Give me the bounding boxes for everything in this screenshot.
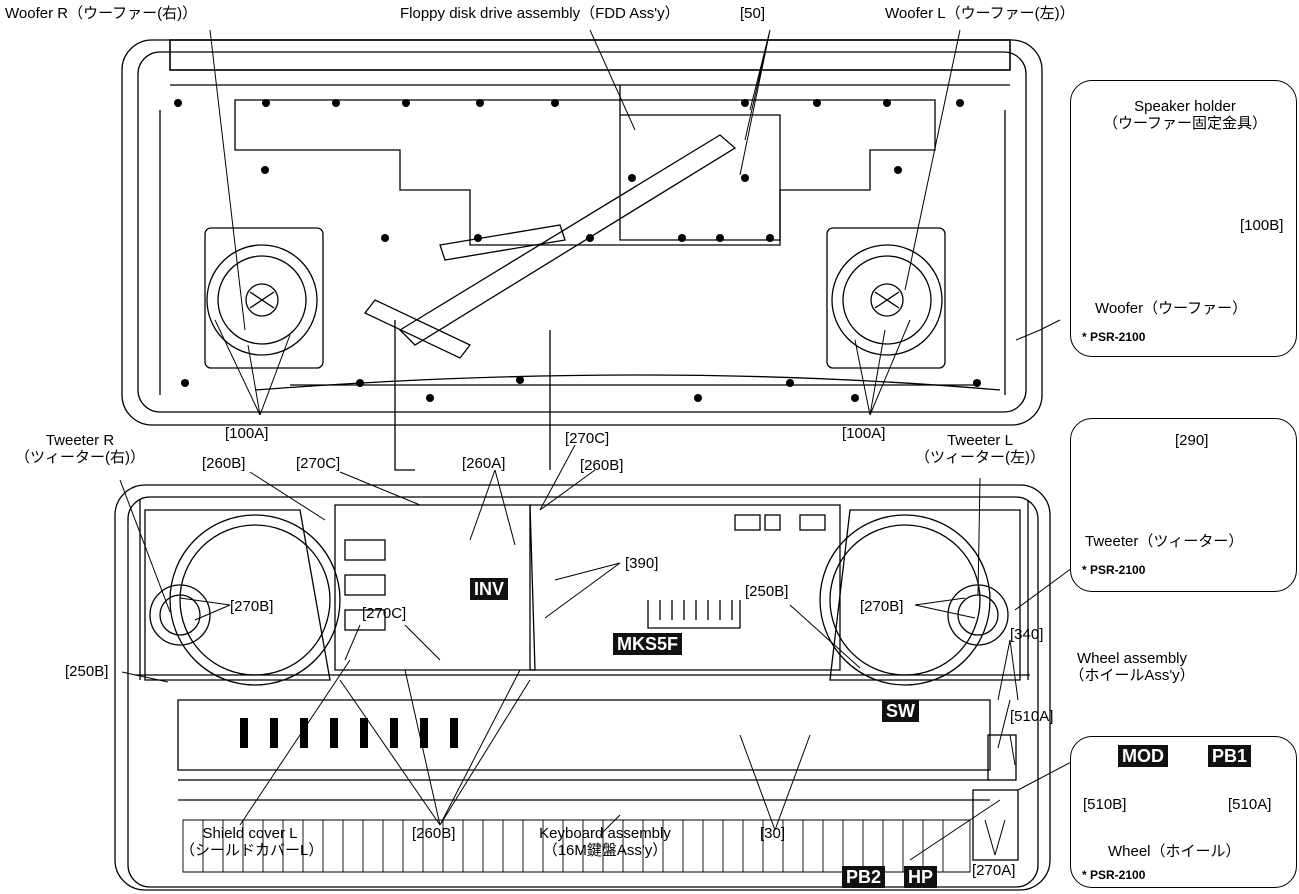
- ref-250b-left-label: [250B]: [65, 663, 109, 680]
- tweeter-inset: [1070, 418, 1297, 592]
- wheel-assembly-name: Wheel assembly: [1076, 650, 1188, 667]
- wheel-inset: [1070, 736, 1297, 888]
- woofer-l-label: Woofer L（ウーファー(左)）: [885, 5, 1075, 22]
- ref-260a-label: [260A]: [462, 455, 506, 472]
- inset-tweeter-label: Tweeter（ツィーター）: [1085, 533, 1244, 550]
- wheel-assembly-jp: （ホイールAss'y）: [1069, 667, 1195, 684]
- ref-270b-right-label: [270B]: [860, 598, 904, 615]
- key-rail-marks: [240, 718, 458, 748]
- ref-50-label: [50]: [740, 5, 766, 22]
- inset-ref-510a-label: [510A]: [1228, 796, 1272, 813]
- ref-260b-top-mid-label: [260B]: [580, 457, 624, 474]
- tweeter-r-name: Tweeter R: [45, 432, 115, 449]
- mod-tag: MOD: [1118, 745, 1168, 767]
- shield-cover-jp: （シールドカバーL）: [180, 842, 324, 859]
- speaker-holder-name: Speaker holder: [1134, 98, 1236, 115]
- woofer-r-speaker: [204, 227, 324, 369]
- ref-100a-right-label: [100A]: [842, 425, 886, 442]
- tweeter-inset-note: * PSR-2100: [1082, 563, 1146, 577]
- top-cabinet: [121, 39, 1043, 426]
- leader-lines: [119, 29, 1076, 861]
- pb2-tag: PB2: [842, 866, 886, 888]
- ref-270a-label: [270A]: [972, 862, 1016, 879]
- top-screws: [174, 99, 981, 402]
- speaker-holder-jp: （ウーファー固定金具）: [1102, 115, 1268, 132]
- tweeter-l-name: Tweeter L: [947, 432, 1013, 449]
- mks5f-tag: MKS5F: [613, 633, 683, 655]
- ref-270c-top-label: [270C]: [296, 455, 341, 472]
- tweeter-l-jp: （ツィーター(左)）: [915, 449, 1045, 466]
- bottom-cabinet: [114, 484, 1051, 891]
- keyboard-assembly-name: Keyboard assembly: [539, 825, 671, 842]
- ref-270b-left-label: [270B]: [230, 598, 274, 615]
- ref-510a-label: [510A]: [1010, 708, 1054, 725]
- ref-270c-low-label: [270C]: [362, 605, 407, 622]
- ref-100a-left-label: [100A]: [225, 425, 269, 442]
- ref-30-label: [30]: [760, 825, 786, 842]
- mks5f-board: [529, 504, 841, 671]
- tweeter-l-label: Tweeter L （ツィーター(左)）: [905, 432, 1055, 466]
- top-cables: [363, 134, 737, 471]
- woofer-l-speaker: [826, 227, 946, 369]
- sw-tag: SW: [882, 700, 919, 722]
- ref-260b-top-left-label: [260B]: [202, 455, 246, 472]
- wheel-inset-note: * PSR-2100: [1082, 868, 1146, 882]
- inset-wheel-label: Wheel（ホイール）: [1108, 843, 1241, 860]
- speaker-holder-inset: [1070, 80, 1297, 357]
- woofer-r-label: Woofer R（ウーファー(右)）: [5, 5, 198, 22]
- inset-woofer-label: Woofer（ウーファー）: [1095, 300, 1248, 317]
- pb1-tag: PB1: [1208, 745, 1252, 767]
- bottom-left-speaker: [144, 509, 341, 686]
- ref-250b-mid-label: [250B]: [745, 583, 789, 600]
- speaker-inset-note: * PSR-2100: [1082, 330, 1146, 344]
- tweeter-r-label: Tweeter R （ツィーター(右)）: [5, 432, 155, 466]
- shield-cover-name: Shield cover L: [202, 825, 298, 842]
- ref-290-label: [290]: [1175, 432, 1209, 449]
- ref-510b-label: [510B]: [1083, 796, 1127, 813]
- shield-cover-label: Shield cover L （シールドカバーL）: [180, 825, 324, 859]
- ref-100b-label: [100B]: [1240, 217, 1284, 234]
- ref-340-label: [340]: [1010, 626, 1044, 643]
- keyboard-assembly-label: Keyboard assembly （16M鍵盤Ass'y）: [530, 825, 680, 859]
- tweeter-r-jp: （ツィーター(右)）: [15, 449, 145, 466]
- fdd-assembly-label: Floppy disk drive assembly（FDD Ass'y）: [400, 5, 680, 22]
- keyboard-assembly-jp: （16M鍵盤Ass'y）: [542, 842, 668, 859]
- wheel-assembly-label: Wheel assembly （ホイールAss'y）: [1062, 650, 1202, 684]
- ref-260b-bottom-label: [260B]: [412, 825, 456, 842]
- keyboard-keys: [182, 819, 971, 873]
- ref-390-label: [390]: [625, 555, 659, 572]
- speaker-holder-label: Speaker holder （ウーファー固定金具）: [1075, 98, 1295, 132]
- ref-270c-mid-label: [270C]: [565, 430, 610, 447]
- inv-tag: INV: [470, 578, 509, 600]
- wheel-assembly: [972, 734, 1019, 861]
- hp-tag: HP: [904, 866, 938, 888]
